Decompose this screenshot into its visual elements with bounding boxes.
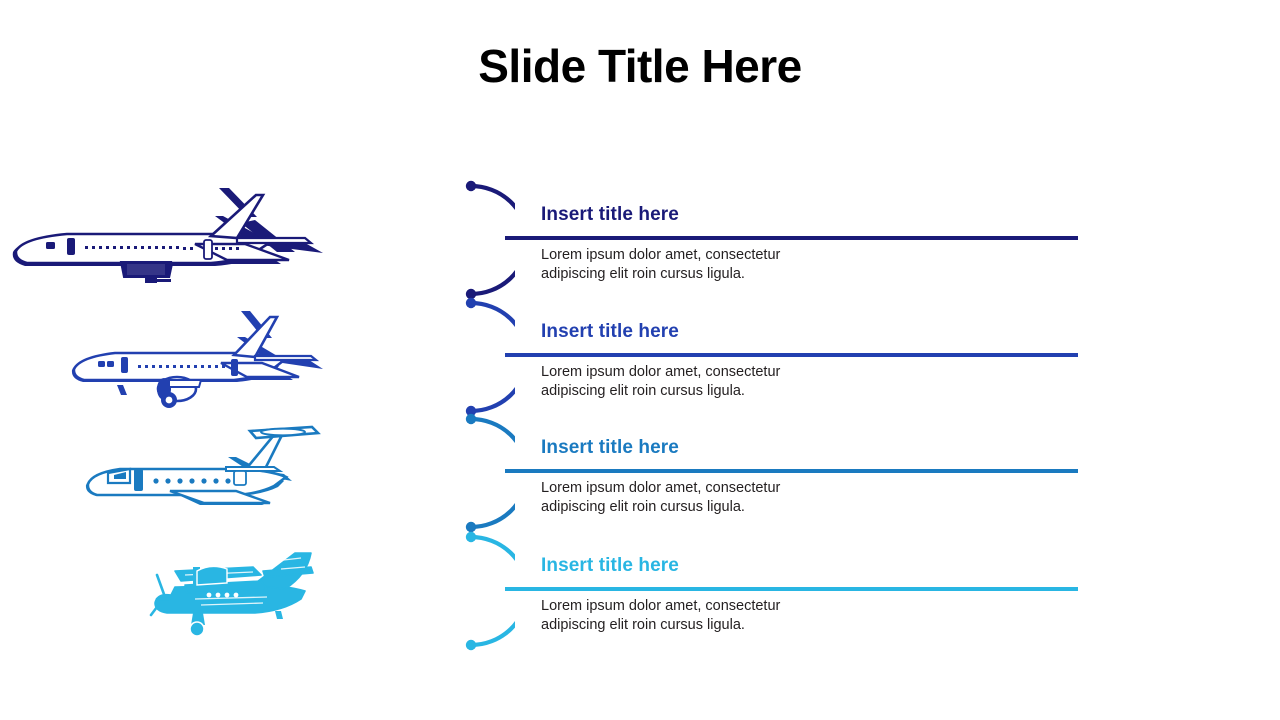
business-jet-icon xyxy=(0,413,470,533)
content-row[interactable]: Insert title here Lorem ipsum dolor amet… xyxy=(0,413,1280,533)
page-title: Slide Title Here xyxy=(478,40,802,92)
row-title: Insert title here xyxy=(541,437,679,458)
content-row[interactable]: Insert title here Lorem ipsum dolor amet… xyxy=(0,531,1280,651)
row-divider xyxy=(505,587,1078,591)
row-divider xyxy=(505,236,1078,240)
row-title: Insert title here xyxy=(541,555,679,576)
bracket-arc xyxy=(465,297,515,417)
airliner-medium-icon xyxy=(0,297,470,417)
row-body: Lorem ipsum dolor amet, consectetur adip… xyxy=(541,247,781,282)
row-divider xyxy=(505,469,1078,473)
content-row[interactable]: Insert title here Lorem ipsum dolor amet… xyxy=(0,297,1280,417)
bracket-arc xyxy=(465,413,515,533)
content-row[interactable]: Insert title here Lorem ipsum dolor amet… xyxy=(0,180,1280,300)
row-divider xyxy=(505,353,1078,357)
row-title: Insert title here xyxy=(541,204,679,225)
bracket-arc xyxy=(465,180,515,300)
bracket-arc xyxy=(465,531,515,651)
row-body: Lorem ipsum dolor amet, consectetur adip… xyxy=(541,598,781,633)
row-title: Insert title here xyxy=(541,321,679,342)
propeller-plane-icon xyxy=(0,531,470,651)
airliner-large-icon xyxy=(0,180,470,300)
row-body: Lorem ipsum dolor amet, consectetur adip… xyxy=(541,480,781,515)
row-body: Lorem ipsum dolor amet, consectetur adip… xyxy=(541,364,781,399)
